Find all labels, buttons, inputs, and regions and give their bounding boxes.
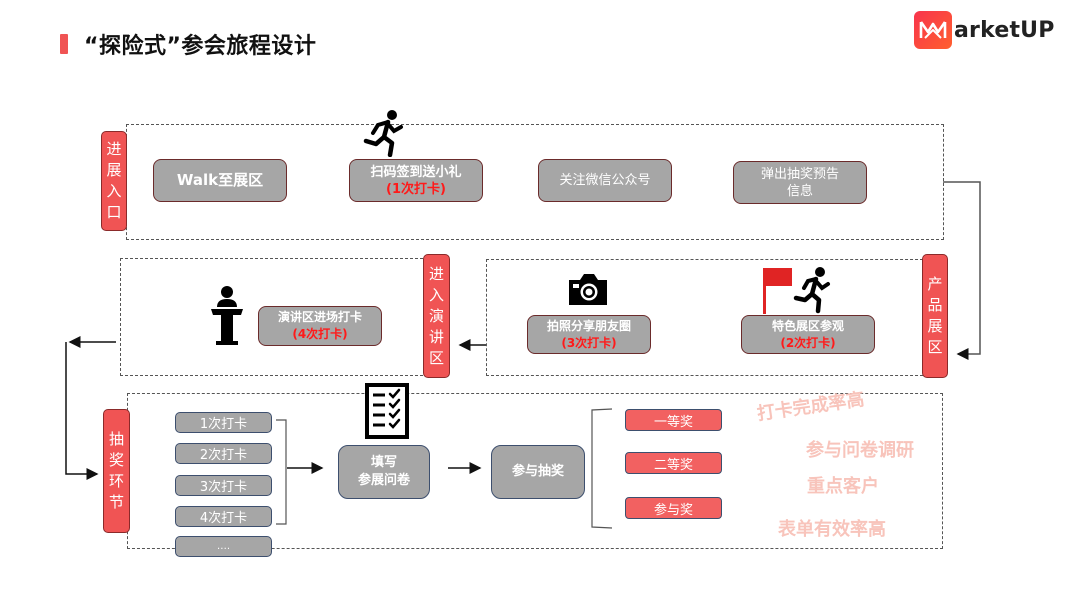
step-speech-checkin: 演讲区进场打卡 (4次打卡) [258,306,382,346]
checkin-count-2: 2次打卡 [175,443,272,464]
entrance-label: 进 展 入 口 [101,131,127,231]
product-label: 产 品 展 区 [922,254,948,378]
speech-label: 进 入 演 讲 区 [423,254,450,378]
survey-step: 填写 参展问卷 [338,445,430,499]
podium-speaker-icon [211,286,243,345]
prize-participation: 参与奖 [625,497,722,519]
arrow-entrance-to-product [943,181,981,360]
lottery-label: 抽 奖 环 节 [103,409,130,533]
flag-runner-icon [763,267,830,314]
page-title: “探险式”参会旅程设计 [84,34,317,59]
step-walk-to-hall: Walk至展区 [153,159,287,202]
step-featured-visit: 特色展区参观 (2次打卡) [741,315,875,354]
checkin-count-4: 4次打卡 [175,506,272,527]
running-person-icon [363,110,403,157]
title-accent-bar [60,34,68,54]
brand-name: arketUP [954,17,1055,43]
camera-icon [569,274,607,305]
checklist-icon [365,383,409,439]
arrow-to-lottery [65,342,99,480]
step-photo-share: 拍照分享朋友圈 (3次打卡) [527,315,651,354]
prize-second: 二等奖 [625,452,722,474]
prize-first: 一等奖 [625,409,722,431]
benefit-key-clients: 重点客户 [807,476,879,497]
step-follow-wechat: 关注微信公众号 [538,159,672,202]
checkin-count-more: …. [175,536,272,557]
prize-bracket [591,408,613,529]
checkin-count-3: 3次打卡 [175,475,272,496]
step-lottery-preview: 弹出抽奖预告 信息 [733,161,867,204]
benefit-survey: 参与问卷调研 [806,440,914,461]
lottery-draw-step: 参与抽奖 [491,445,585,499]
step-scan-checkin: 扫码签到送小礼 (1次打卡) [349,159,483,202]
benefit-form-validity: 表单有效率高 [778,519,886,540]
brand-logo: arketUP [914,10,1055,50]
marketup-m-icon [914,11,952,49]
checkin-count-1: 1次打卡 [175,412,272,433]
checkin-bracket [276,419,287,525]
